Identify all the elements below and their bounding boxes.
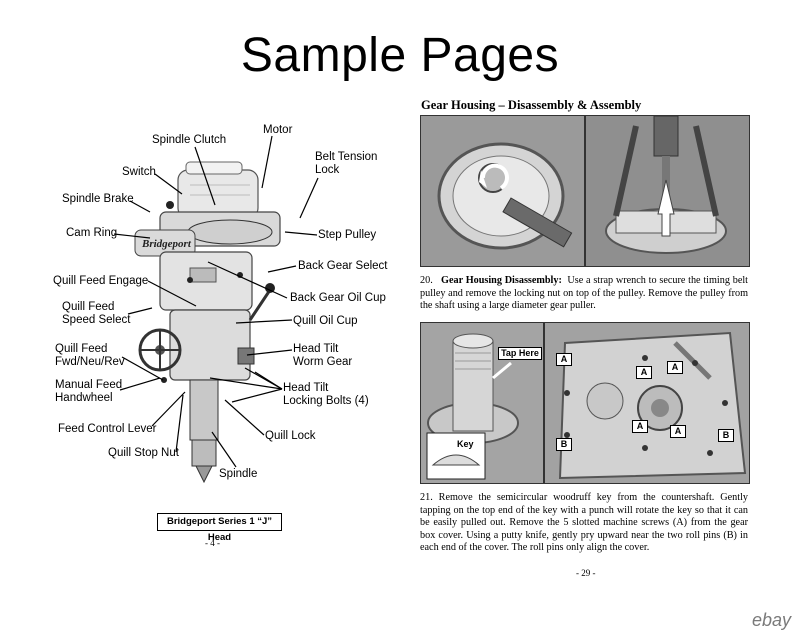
page-title: Sample Pages (240, 29, 560, 82)
tag-a-1: A (556, 353, 572, 366)
key-label: Key (457, 439, 474, 449)
label-quill-feed-engage: Quill Feed Engage (53, 275, 149, 287)
paragraph-20-number: 20. (420, 275, 433, 286)
tag-a-4: A (632, 420, 648, 433)
label-head-tilt-worm-2: Worm Gear (293, 356, 353, 368)
label-quill-feed-speed-1: Quill Feed (62, 301, 115, 313)
label-belt-tension: Belt Tension (315, 151, 378, 163)
brand-logo: Bridgeport (141, 238, 192, 250)
label-step-pulley: Step Pulley (318, 229, 377, 241)
label-manual-feed-1: Manual Feed (55, 379, 123, 391)
figure-caption: Bridgeport Series 1 “J” Head (157, 513, 282, 543)
paragraph-20-text: Use a strap wrench to secure the timing … (420, 275, 749, 312)
label-head-tilt-bolts-2: Locking Bolts (4) (283, 395, 369, 407)
label-back-gear-select: Back Gear Select (298, 260, 388, 272)
paragraph-20-heading: Gear Housing Disassembly: (441, 275, 562, 286)
tag-b-2: B (718, 429, 734, 442)
label-lock: Lock (315, 164, 340, 176)
label-spindle-brake: Spindle Brake (62, 193, 134, 205)
label-spindle: Spindle (219, 468, 258, 480)
section-heading: Gear Housing – Disassembly & Assembly (421, 98, 642, 112)
label-head-tilt-worm-1: Head Tilt (293, 343, 339, 355)
ebay-watermark: ebay (752, 610, 792, 630)
tag-b-1: B (556, 438, 572, 451)
paragraph-20: 20. Gear Housing Disassembly: Use a stra… (420, 275, 748, 313)
photo-countershaft (420, 322, 544, 484)
label-quill-oil-cup: Quill Oil Cup (293, 315, 358, 327)
label-spindle-clutch: Spindle Clutch (152, 134, 227, 146)
label-feed-control-lever: Feed Control Lever (58, 423, 157, 435)
label-quill-stop-nut: Quill Stop Nut (108, 447, 179, 459)
paragraph-21: 21. Remove the semicircular woodruff key… (420, 492, 748, 554)
photo-strap-wrench (420, 115, 585, 267)
label-quill-feed-speed-2: Speed Select (62, 314, 131, 326)
page-number-left: - 4 - (205, 538, 220, 548)
label-switch: Switch (122, 166, 156, 178)
tag-a-5: A (670, 425, 686, 438)
tag-a-2: A (636, 366, 652, 379)
label-quill-feed-fwd-2: Fwd/Neu/Rev (55, 356, 125, 368)
label-cam-ring: Cam Ring (66, 227, 118, 239)
tap-here-label: Tap Here (498, 347, 542, 360)
label-manual-feed-2: Handwheel (55, 392, 113, 404)
page-number-right: - 29 - (576, 568, 596, 578)
photo-gear-puller (585, 115, 750, 267)
tag-a-3: A (667, 361, 683, 374)
label-back-gear-oil-cup: Back Gear Oil Cup (290, 292, 386, 304)
photo-gear-box-cover (544, 322, 750, 484)
label-head-tilt-bolts-1: Head Tilt (283, 382, 329, 394)
label-quill-lock: Quill Lock (265, 430, 316, 442)
label-motor: Motor (263, 124, 293, 136)
label-quill-feed-fwd-1: Quill Feed (55, 343, 108, 355)
